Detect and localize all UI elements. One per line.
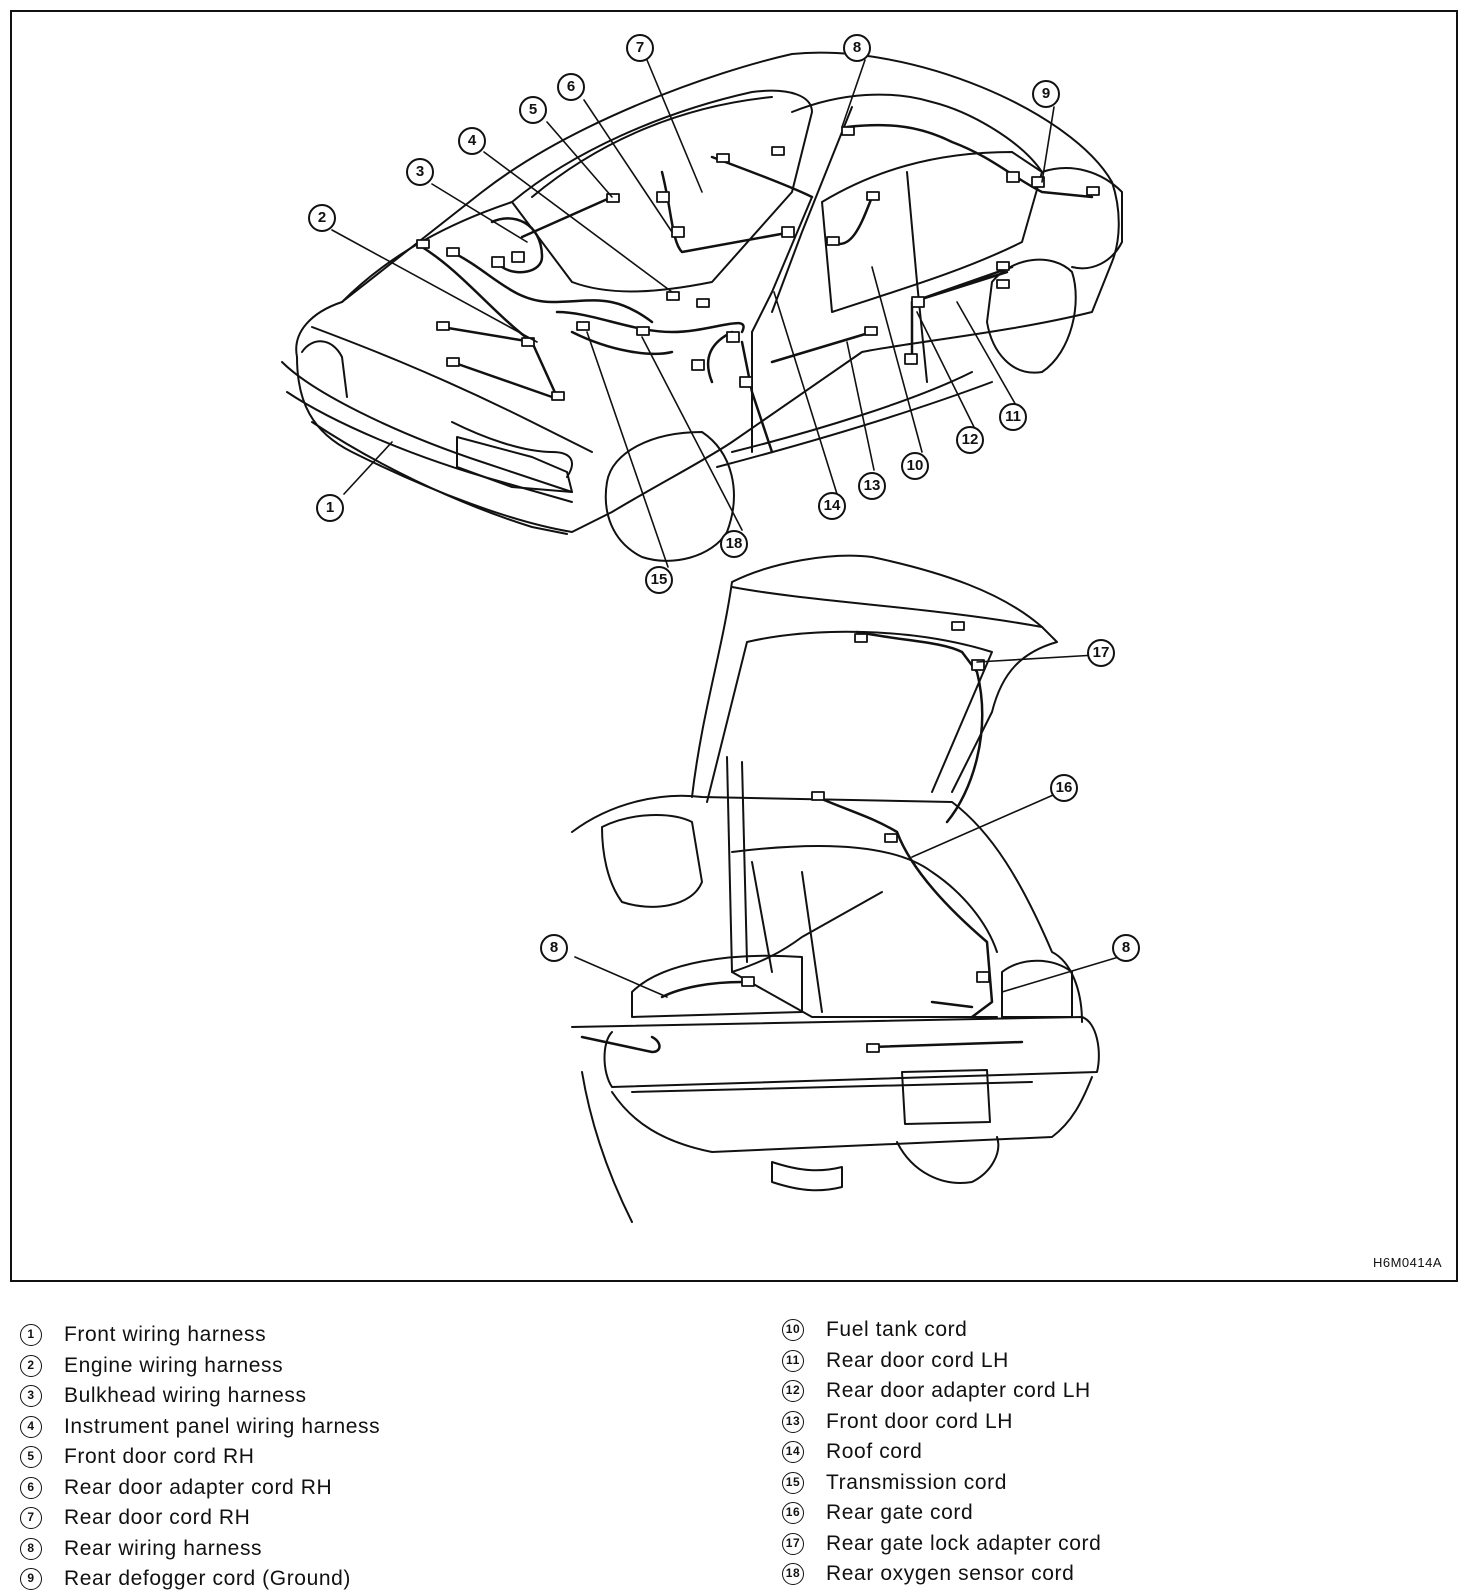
diagram-frame: 1 2 3 4 5 6 7 8 9 10 11 12 13 14 15 16 1…: [10, 10, 1458, 1282]
legend-text: Rear door adapter cord RH: [64, 1475, 333, 1499]
legend-item: 2 Engine wiring harness: [20, 1351, 380, 1382]
legend-text: Bulkhead wiring harness: [64, 1384, 307, 1408]
legend-text: Fuel tank cord: [826, 1318, 968, 1342]
legend-text: Rear wiring harness: [64, 1536, 263, 1560]
callout-14: 14: [818, 492, 846, 520]
callout-7: 7: [626, 34, 654, 62]
legend-left-column: 1 Front wiring harness 2 Engine wiring har…: [20, 1320, 380, 1595]
legend-number: 4: [20, 1415, 42, 1438]
legend-text: Rear oxygen sensor cord: [826, 1562, 1075, 1586]
callout-9: 9: [1032, 80, 1060, 108]
callout-18: 18: [720, 530, 748, 558]
callout-8-rear-right: 8: [1112, 934, 1140, 962]
legend-item: 8 Rear wiring harness: [20, 1534, 380, 1565]
legend-text: Engine wiring harness: [64, 1353, 284, 1377]
callout-12: 12: [956, 426, 984, 454]
legend-item: 7 Rear door cord RH: [20, 1503, 380, 1534]
legend-number: 15: [782, 1471, 804, 1494]
legend-item: 13 Front door cord LH: [782, 1407, 1101, 1438]
legend-item: 16 Rear gate cord: [782, 1498, 1101, 1529]
legend-item: 11 Rear door cord LH: [782, 1346, 1101, 1377]
callout-4: 4: [458, 127, 486, 155]
legend-number: 11: [782, 1349, 804, 1372]
legend-number: 8: [20, 1537, 42, 1560]
legend-item: 6 Rear door adapter cord RH: [20, 1473, 380, 1504]
callout-8: 8: [843, 34, 871, 62]
legend-item: 9 Rear defogger cord (Ground): [20, 1564, 380, 1595]
callout-2: 2: [308, 204, 336, 232]
legend-number: 10: [782, 1319, 804, 1342]
legend-number: 9: [20, 1568, 42, 1591]
legend-number: 3: [20, 1385, 42, 1408]
legend-item: 5 Front door cord RH: [20, 1442, 380, 1473]
figure-code: H6M0414A: [1372, 1255, 1442, 1270]
callout-8-rear-left: 8: [540, 934, 568, 962]
legend-text: Instrument panel wiring harness: [64, 1414, 381, 1438]
legend-number: 18: [782, 1563, 804, 1586]
legend-number: 16: [782, 1502, 804, 1525]
callout-5: 5: [519, 96, 547, 124]
legend-item: 10 Fuel tank cord: [782, 1315, 1101, 1346]
legend-text: Rear door cord RH: [64, 1506, 251, 1530]
car-wiring-illustration: [281, 51, 1123, 1223]
legend-number: 2: [20, 1354, 42, 1377]
legend-item: 3 Bulkhead wiring harness: [20, 1381, 380, 1412]
legend-item: 15 Transmission cord: [782, 1468, 1101, 1499]
legend-text: Front door cord LH: [826, 1409, 1014, 1433]
callout-13: 13: [858, 472, 886, 500]
callout-15: 15: [645, 566, 673, 594]
legend-text: Rear gate lock adapter cord: [826, 1531, 1102, 1555]
callout-1: 1: [316, 494, 344, 522]
legend-text: Front wiring harness: [64, 1323, 267, 1347]
legend-item: 4 Instrument panel wiring harness: [20, 1412, 380, 1443]
legend-item: 18 Rear oxygen sensor cord: [782, 1559, 1101, 1590]
legend-number: 14: [782, 1441, 804, 1464]
callout-16: 16: [1050, 774, 1078, 802]
legend-text: Roof cord: [826, 1440, 923, 1464]
callout-17: 17: [1087, 639, 1115, 667]
car-rear-view: [571, 554, 1123, 1223]
legend-number: 5: [20, 1446, 42, 1469]
legend-number: 6: [20, 1476, 42, 1499]
callout-3: 3: [406, 158, 434, 186]
callout-10: 10: [901, 452, 929, 480]
legend-text: Transmission cord: [826, 1470, 1007, 1494]
legend-number: 7: [20, 1507, 42, 1530]
legend-text: Rear gate cord: [826, 1501, 974, 1525]
legend-number: 12: [782, 1380, 804, 1403]
legend-text: Rear defogger cord (Ground): [64, 1567, 352, 1591]
legend-number: 1: [20, 1324, 42, 1347]
legend-text: Rear door cord LH: [826, 1348, 1009, 1372]
legend-item: 1 Front wiring harness: [20, 1320, 380, 1351]
legend-item: 14 Roof cord: [782, 1437, 1101, 1468]
legend-text: Front door cord RH: [64, 1445, 255, 1469]
callout-6: 6: [557, 73, 585, 101]
car-front-view: [281, 51, 1123, 568]
legend-number: 17: [782, 1532, 804, 1555]
legend-item: 12 Rear door adapter cord LH: [782, 1376, 1101, 1407]
callout-11: 11: [999, 403, 1027, 431]
legend-number: 13: [782, 1410, 804, 1433]
legend-item: 17 Rear gate lock adapter cord: [782, 1529, 1101, 1560]
legend-text: Rear door adapter cord LH: [826, 1379, 1091, 1403]
